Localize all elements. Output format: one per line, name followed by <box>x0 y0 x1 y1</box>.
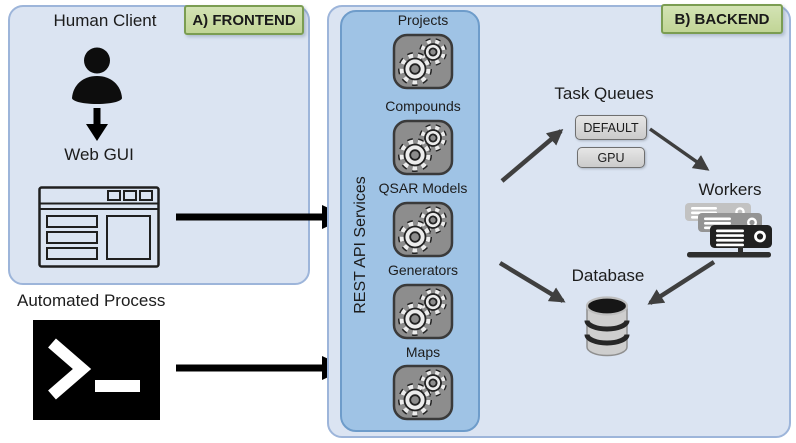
gears-icon <box>392 33 454 90</box>
human-client-label: Human Client <box>53 11 157 30</box>
database-label: Database <box>571 266 645 285</box>
gui-to-api-arrow <box>176 205 348 229</box>
gears-icon <box>392 119 454 176</box>
frontend-section-label: A) FRONTEND <box>184 5 304 35</box>
backend-section-label: B) BACKEND <box>661 4 783 34</box>
service-label-maps: Maps <box>405 344 441 360</box>
web-gui-label: Web GUI <box>64 145 134 164</box>
workers-label: Workers <box>698 180 762 199</box>
gears-icon <box>392 364 454 421</box>
queue-box-gpu: GPU <box>577 147 645 168</box>
process-to-api-arrow <box>176 356 348 380</box>
database-cylinder-icon <box>583 295 631 359</box>
gears-icon <box>392 283 454 340</box>
service-label-generators: Generators <box>387 262 459 278</box>
rest-api-label: REST API Services <box>352 176 369 314</box>
client-to-gui-arrow <box>85 108 109 142</box>
person-icon <box>67 47 127 105</box>
gears-icon <box>392 201 454 258</box>
terminal-icon <box>33 320 160 420</box>
queue-box-default: DEFAULT <box>575 115 647 140</box>
browser-window-icon <box>38 186 160 268</box>
service-label-projects: Projects <box>397 12 449 28</box>
service-label-compounds: Compounds <box>385 98 461 114</box>
automated-process-label: Automated Process <box>17 291 166 310</box>
service-label-qsar-models: QSAR Models <box>378 180 468 196</box>
server-stack-icon <box>684 202 774 260</box>
task-queues-label: Task Queues <box>554 84 654 103</box>
